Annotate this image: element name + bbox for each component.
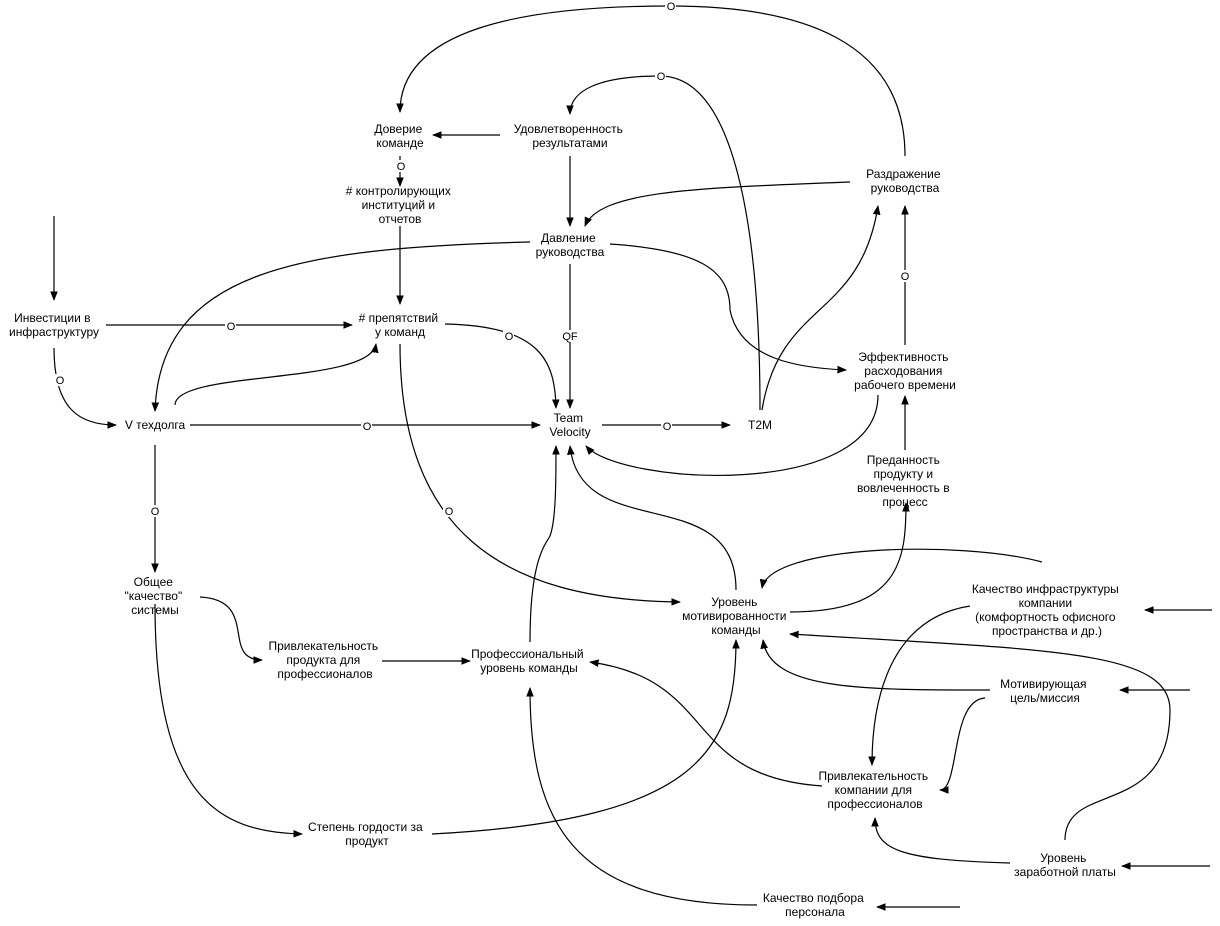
svg-text:O: O	[227, 321, 236, 333]
svg-text:O: O	[445, 506, 454, 518]
edge-invest-texdolg	[53, 347, 117, 429]
edge-layer	[50, 5, 1212, 911]
edge-kachinfra-privlkomp	[868, 605, 971, 766]
svg-text:O: O	[663, 421, 672, 433]
node-t2m: T2M	[748, 418, 772, 432]
svg-text:O: O	[667, 1, 676, 13]
edge-davlenie-texdolg	[151, 241, 531, 412]
edge-prepyat-motiv	[399, 343, 681, 606]
svg-text:O: O	[505, 331, 514, 343]
edge-missiya-privlkomp	[939, 697, 986, 794]
edge-missiya-motiv	[760, 639, 991, 691]
node-texdolg: V техдолга	[125, 418, 186, 432]
polarity-qf: QF	[560, 330, 580, 343]
edge-kachinfra-motiv	[759, 548, 1043, 589]
polarity-o: O	[149, 505, 160, 518]
svg-text:O: O	[151, 506, 160, 518]
node-privlekatelnost-produkta: Привлекательность продукта для профессио…	[269, 639, 382, 681]
node-professionalnyi-uroven: Профессиональный уровень команды	[471, 647, 587, 675]
svg-text:O: O	[657, 71, 666, 83]
node-prepyatstviya: # препятствий у команд	[359, 311, 442, 339]
polarity-o: O	[225, 320, 236, 333]
polarity-o: O	[361, 420, 372, 433]
polarity-o: O	[665, 0, 676, 13]
node-razdrazhenie: Раздражение руководства	[866, 167, 944, 195]
edge-zarplata-motiv	[789, 630, 1171, 841]
edge-razdr-doverie	[396, 5, 906, 157]
edge-texdolg-prepyat	[174, 343, 379, 406]
polarity-o: O	[661, 420, 672, 433]
polarity-layer: O O O O O O QF O O O O O	[54, 0, 910, 518]
node-uroven-motivirovannosti: Уровень мотивированности команды	[682, 595, 790, 637]
edge-prepyat-velocity	[444, 323, 560, 409]
polarity-o: O	[395, 160, 406, 173]
node-kontrol: # контролирующих институций и отчетов	[346, 184, 454, 226]
node-kachestvo-infrastruktury: Качество инфраструктуры компании (комфор…	[972, 582, 1122, 638]
node-obshee-kachestvo: Общее "качество" системы	[124, 575, 185, 617]
polarity-o: O	[899, 270, 910, 283]
svg-text:QF: QF	[562, 331, 578, 343]
node-kachestvo-podbora: Качество подбора персонала	[763, 891, 867, 919]
edge-proflevel-velocity	[529, 445, 560, 643]
svg-text:O: O	[901, 271, 910, 283]
edge-podbor-proflevel	[526, 687, 758, 906]
edge-razdr-davlenie	[584, 181, 851, 227]
svg-text:O: O	[397, 161, 406, 173]
polarity-o: O	[655, 70, 666, 83]
node-doverie: Доверие команде	[374, 122, 425, 150]
node-stepen-gordosti: Степень гордости за продукт	[308, 820, 426, 848]
node-uroven-zarplaty: Уровень заработной платы	[1014, 851, 1116, 879]
node-investicii: Инвестиции в инфраструктуру	[9, 311, 99, 339]
edge-davlenie-effekt	[609, 243, 847, 374]
edge-obshee-privlprod	[199, 596, 263, 664]
edge-obshee-gordost	[154, 603, 303, 838]
polarity-o: O	[503, 330, 514, 343]
edge-t2m-razdr	[761, 205, 881, 411]
edge-t2m-udovl	[566, 75, 761, 411]
node-predannost: Преданность продукту и вовлеченность в п…	[857, 453, 953, 509]
node-udovletvorennost: Удовлетворенность результатами	[514, 122, 627, 150]
edge-effekt-velocity	[585, 394, 879, 476]
node-layer: Доверие команде Удовлетворенность резуль…	[9, 122, 1122, 919]
edge-gordost-motiv	[431, 639, 740, 835]
polarity-o: O	[54, 374, 65, 387]
edge-motiv-velocity	[567, 445, 737, 591]
node-davlenie: Давление руководства	[536, 231, 605, 259]
svg-text:O: O	[56, 375, 65, 387]
node-effektivnost: Эффективность расходования рабочего врем…	[854, 350, 956, 392]
svg-text:O: O	[363, 421, 372, 433]
edge-privlkomp-proflevel	[589, 659, 823, 787]
polarity-o: O	[443, 505, 454, 518]
node-team-velocity: Team Velocity	[549, 411, 590, 439]
node-privlekatelnost-kompanii: Привлекательность компании для профессио…	[819, 769, 932, 811]
edge-zarplata-privlkomp	[871, 817, 1011, 864]
edge-motiv-predan	[789, 502, 910, 613]
node-motiviruyushaya-missiya: Мотивирующая цель/миссия	[1000, 677, 1090, 705]
